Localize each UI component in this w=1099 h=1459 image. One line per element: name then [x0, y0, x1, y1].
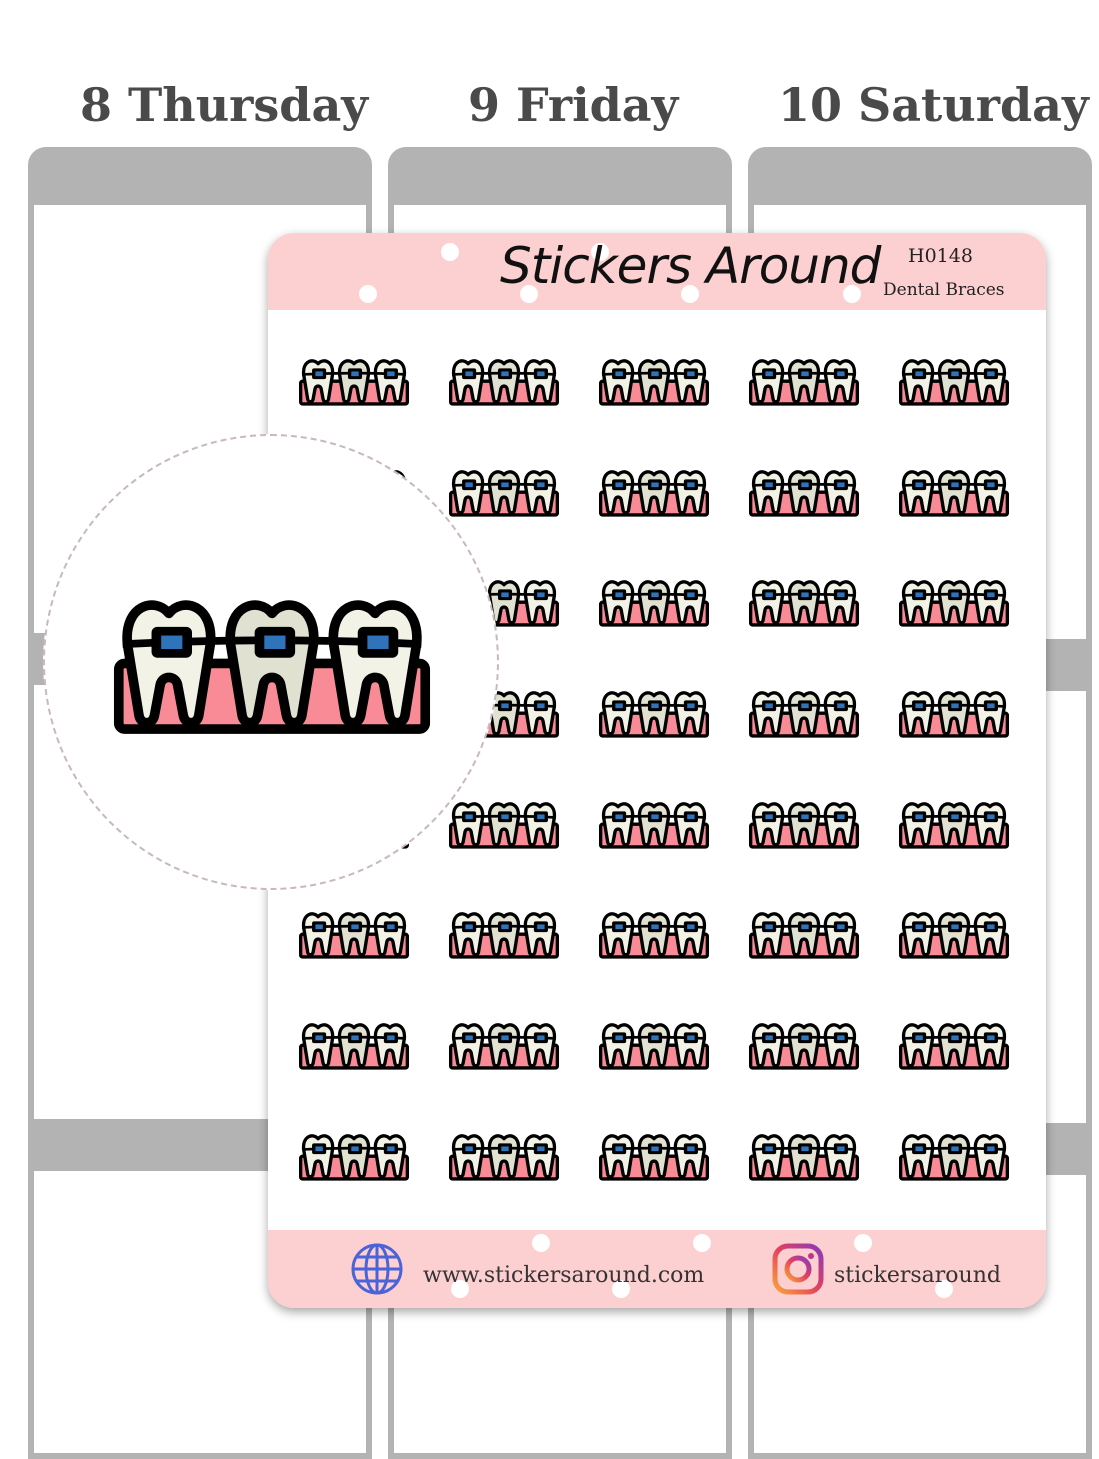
magnified-sticker-preview: [43, 434, 499, 890]
instagram-handle[interactable]: stickersaround: [834, 1263, 1001, 1288]
product-name: Dental Braces: [883, 280, 1005, 300]
sticker-dental-braces: [748, 576, 898, 687]
sheet-footer: www.stickersaround.com stickersaround: [268, 1230, 1046, 1308]
dental-braces-icon: [598, 908, 710, 960]
website-link[interactable]: www.stickersaround.com: [423, 1263, 705, 1288]
sticker-dental-braces: [448, 908, 598, 1019]
sheet-header: Stickers Around H0148 Dental Braces: [268, 233, 1046, 310]
sticker-dental-braces: [898, 1130, 1046, 1241]
dental-braces-icon: [598, 1019, 710, 1071]
dental-braces-icon: [748, 355, 860, 407]
dental-braces-icon: [448, 798, 560, 850]
sticker-dental-braces: [748, 687, 898, 798]
day-heading-friday: 9 Friday: [468, 78, 679, 132]
sticker-dental-braces: [598, 1130, 748, 1241]
day-heading-thursday: 8 Thursday: [80, 78, 368, 132]
sticker-dental-braces: [748, 798, 898, 909]
sticker-dental-braces: [748, 1019, 898, 1130]
dental-braces-icon: [898, 1019, 1010, 1071]
sticker-dental-braces: [898, 355, 1046, 466]
instagram-icon: [772, 1243, 824, 1295]
dental-braces-icon: [598, 798, 710, 850]
dental-braces-icon: [748, 908, 860, 960]
dental-braces-icon: [448, 355, 560, 407]
sticker-dental-braces: [598, 1019, 748, 1130]
dental-braces-icon: [748, 687, 860, 739]
dental-braces-icon: [598, 1130, 710, 1182]
sticker-dental-braces: [598, 576, 748, 687]
sticker-dental-braces: [448, 355, 598, 466]
dental-braces-icon: [748, 1019, 860, 1071]
dental-braces-icon: [448, 466, 560, 518]
dental-braces-icon: [448, 1019, 560, 1071]
dental-braces-icon: [748, 798, 860, 850]
dental-braces-icon: [898, 798, 1010, 850]
sticker-dental-braces: [598, 687, 748, 798]
sticker-dental-braces: [448, 1019, 598, 1130]
sticker-dental-braces: [298, 908, 448, 1019]
dental-braces-icon: [898, 687, 1010, 739]
sticker-dental-braces: [748, 466, 898, 577]
globe-icon: [351, 1243, 403, 1295]
sticker-dental-braces: [898, 908, 1046, 1019]
sticker-dental-braces: [598, 466, 748, 577]
sticker-dental-braces: [748, 1130, 898, 1241]
dental-braces-icon: [298, 1019, 410, 1071]
sticker-dental-braces: [898, 1019, 1046, 1130]
sticker-dental-braces: [298, 1130, 448, 1241]
sticker-dental-braces: [898, 798, 1046, 909]
dental-braces-icon: [298, 355, 410, 407]
day-heading-saturday: 10 Saturday: [778, 78, 1089, 132]
dental-braces-icon: [898, 576, 1010, 628]
sticker-dental-braces: [598, 798, 748, 909]
dental-braces-icon: [748, 576, 860, 628]
dental-braces-icon: [598, 466, 710, 518]
sticker-dental-braces: [748, 355, 898, 466]
sticker-dental-braces: [598, 355, 748, 466]
sticker-dental-braces: [748, 908, 898, 1019]
dental-braces-icon: [748, 1130, 860, 1182]
dental-braces-icon: [448, 1130, 560, 1182]
sticker-dental-braces: [448, 1130, 598, 1241]
dental-braces-icon: [598, 687, 710, 739]
product-code: H0148: [908, 245, 973, 267]
dental-braces-icon-large: [113, 588, 431, 738]
sticker-dental-braces: [898, 576, 1046, 687]
dental-braces-icon: [898, 908, 1010, 960]
dental-braces-icon: [448, 908, 560, 960]
dental-braces-icon: [598, 355, 710, 407]
sticker-dental-braces: [448, 798, 598, 909]
dental-braces-icon: [298, 908, 410, 960]
dental-braces-icon: [598, 576, 710, 628]
dental-braces-icon: [898, 355, 1010, 407]
sticker-dental-braces: [298, 1019, 448, 1130]
dental-braces-icon: [898, 1130, 1010, 1182]
brand-logo: Stickers Around: [500, 237, 881, 295]
sticker-dental-braces: [598, 908, 748, 1019]
dental-braces-icon: [748, 466, 860, 518]
dental-braces-icon: [898, 466, 1010, 518]
dental-braces-icon: [298, 1130, 410, 1182]
sticker-dental-braces: [898, 687, 1046, 798]
sticker-dental-braces: [898, 466, 1046, 577]
